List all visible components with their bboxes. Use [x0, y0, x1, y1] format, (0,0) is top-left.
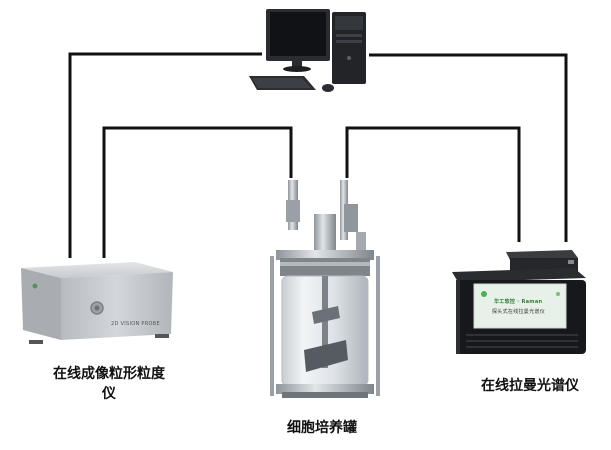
line-bioreactor-to-raman-inner: [345, 126, 521, 242]
line-computer-to-particle-sizer-inner: [102, 126, 293, 258]
label-raman: 在线拉曼光谱仪: [481, 378, 579, 394]
label-particle-sizer: 在线成像粒形粒度仪: [53, 366, 165, 402]
line-computer-to-raman-outer: [369, 53, 568, 242]
raman-spectrometer-image: 华工软控 · Raman 探头式在线拉曼光谱仪: [444, 242, 590, 362]
raman-title: 华工软控 · Raman: [494, 299, 543, 305]
raman-subtitle: 探头式在线拉曼光谱仪: [492, 309, 546, 315]
particle-sizer-brand: 2D VISION PROBE: [111, 321, 160, 327]
particle-sizer-image: 2D VISION PROBE: [15, 258, 175, 348]
label-bioreactor: 细胞培养罐: [287, 420, 357, 436]
line-computer-to-particle-sizer-outer: [68, 52, 262, 258]
